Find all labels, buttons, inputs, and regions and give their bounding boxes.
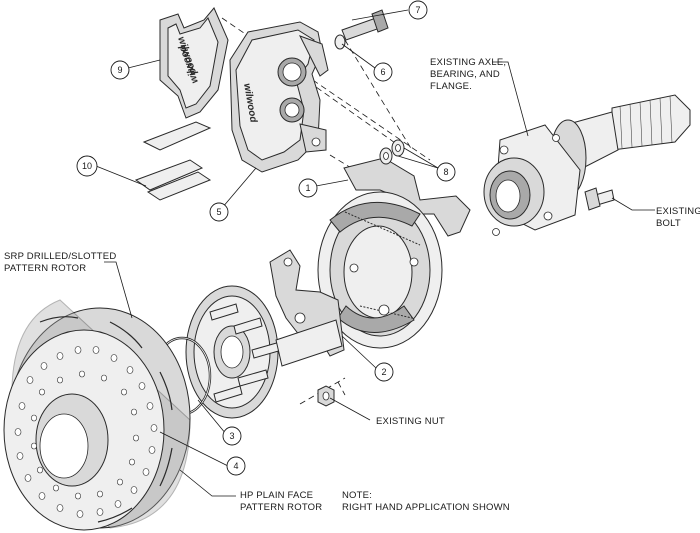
callout-10: 10 bbox=[76, 155, 98, 177]
svg-text:6: 6 bbox=[380, 67, 385, 77]
callout-6: 6 bbox=[373, 62, 393, 82]
label-srp-rotor-1: SRP DRILLED/SLOTTED bbox=[4, 251, 116, 262]
svg-text:2: 2 bbox=[381, 367, 386, 377]
parking-brake-assembly bbox=[317, 157, 471, 349]
callout-7: 7 bbox=[408, 0, 428, 20]
svg-text:5: 5 bbox=[216, 207, 221, 217]
existing-bolt bbox=[584, 187, 615, 211]
svg-text:3: 3 bbox=[229, 431, 234, 441]
callout-9: 9 bbox=[110, 60, 130, 80]
callout-1: 1 bbox=[298, 178, 318, 198]
callout-8: 8 bbox=[436, 162, 456, 182]
callout-5: 5 bbox=[209, 202, 229, 222]
label-existing-axle-1: EXISTING AXLE, bbox=[430, 57, 506, 68]
brake-pads: wilwood wilwood bbox=[159, 7, 229, 119]
callouts: 7 6 9 10 5 1 8 2 3 4 bbox=[76, 0, 456, 476]
label-srp-rotor-2: PATTERN ROTOR bbox=[4, 263, 86, 274]
svg-text:4: 4 bbox=[233, 461, 238, 471]
washers bbox=[379, 139, 405, 165]
svg-text:7: 7 bbox=[415, 5, 420, 15]
label-existing-axle-3: FLANGE. bbox=[430, 81, 472, 92]
callout-2: 2 bbox=[374, 362, 394, 382]
callout-3: 3 bbox=[222, 426, 242, 446]
svg-text:10: 10 bbox=[82, 161, 92, 171]
callout-4: 4 bbox=[226, 456, 246, 476]
label-existing-axle-2: BEARING, AND bbox=[430, 69, 500, 80]
label-hp-rotor-2: PATTERN ROTOR bbox=[240, 502, 322, 513]
label-note-2: RIGHT HAND APPLICATION SHOWN bbox=[342, 502, 510, 513]
svg-text:1: 1 bbox=[305, 183, 310, 193]
caliper: wilwood bbox=[229, 21, 329, 173]
label-existing-nut: EXISTING NUT bbox=[376, 416, 445, 427]
label-existing-bolt-1: EXISTING bbox=[656, 206, 700, 217]
label-hp-rotor-1: HP PLAIN FACE bbox=[240, 490, 313, 501]
svg-text:8: 8 bbox=[443, 167, 448, 177]
leader-lines bbox=[95, 9, 655, 497]
caliper-bolt bbox=[334, 9, 389, 50]
existing-axle bbox=[483, 94, 691, 236]
existing-nut bbox=[317, 385, 335, 407]
brake-rotor bbox=[3, 299, 191, 531]
svg-text:9: 9 bbox=[117, 65, 122, 75]
shims bbox=[134, 121, 212, 201]
label-existing-bolt-2: BOLT bbox=[656, 218, 681, 229]
text-labels: EXISTING AXLE, BEARING, AND FLANGE. EXIS… bbox=[4, 57, 700, 513]
label-note-1: NOTE: bbox=[342, 490, 372, 501]
